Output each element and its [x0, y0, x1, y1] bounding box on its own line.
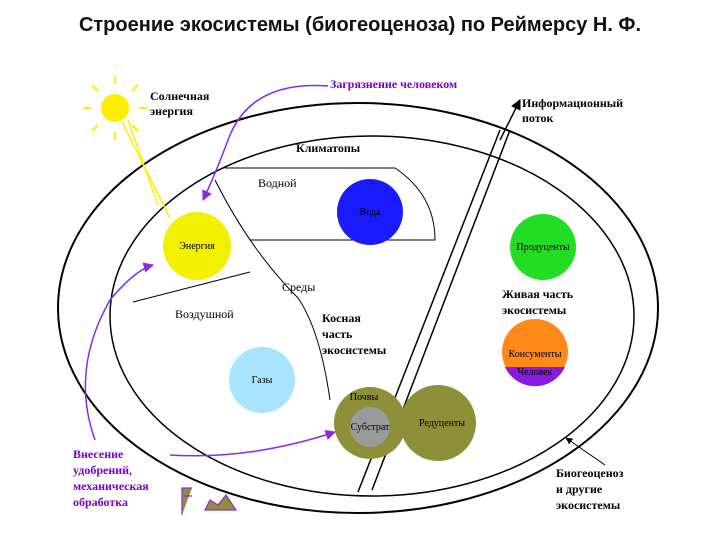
pollution-arrow	[202, 84, 329, 201]
page-title: Строение экосистемы (биогеоценоза) по Ре…	[78, 14, 642, 36]
sun-ray-line	[127, 119, 159, 206]
soils-label: Почвы	[350, 392, 379, 403]
outer-ellipse	[57, 102, 659, 514]
water-label: Вода	[360, 207, 381, 218]
producers-circle	[510, 214, 576, 280]
inner-ellipse	[109, 135, 635, 497]
biogeocenosis-label: экосистемы	[556, 498, 621, 512]
gases-label: Газы	[252, 375, 273, 386]
gases-circle	[229, 347, 295, 413]
substrate-label: Субстрат	[351, 422, 390, 433]
water-environment-region	[225, 167, 436, 241]
fertilizer-label: механическая	[73, 479, 149, 493]
fertilizer-label: удобрений,	[73, 463, 132, 477]
reducers-label: Редуценты	[419, 418, 465, 429]
fertilizer-arrow-energy	[84, 262, 155, 441]
air-boundary-line	[132, 271, 251, 303]
fertilizer-arrow-soil	[169, 429, 336, 457]
fertilizer-label: обработка	[73, 495, 128, 509]
reducers-circle	[400, 385, 476, 461]
human-segment	[505, 367, 565, 387]
water-environment-label: Водной	[258, 176, 297, 190]
info-flow-arrow	[499, 99, 521, 141]
consumers-label: Консументы	[509, 349, 562, 360]
biogeocenosis-label: Биогеоценоз	[556, 466, 624, 480]
pollution-label: Загрязнение человеком	[330, 77, 457, 91]
producers-label: Продуценты	[516, 242, 570, 253]
water-circle	[337, 179, 403, 245]
inert-part-label: часть	[322, 327, 353, 341]
solar-energy-label: Солнечная	[150, 89, 210, 103]
environments-label: Среды	[282, 280, 315, 294]
tractor-icon	[181, 487, 238, 515]
sun-icon	[83, 76, 147, 140]
air-environment-label: Воздушной	[175, 307, 234, 321]
info-flow-label: поток	[522, 111, 553, 125]
energy-label: Энергия	[179, 241, 215, 252]
info-flow-label: Информационный	[522, 96, 623, 110]
living-part-label: экосистемы	[502, 303, 567, 317]
fertilizer-label: Внесение	[73, 447, 124, 461]
biogeocenosis-arrow	[565, 437, 606, 466]
solar-energy-label: энергия	[150, 104, 193, 118]
substrate-circle	[350, 407, 390, 447]
inert-part-label: экосистемы	[322, 343, 387, 357]
energy-circle	[163, 212, 231, 280]
living-part-label: Живая часть	[502, 287, 574, 301]
human-label: Человек	[518, 367, 553, 378]
climatopes-label: Климатопы	[296, 141, 361, 155]
biogeocenosis-label: и другие	[556, 482, 603, 496]
environment-boundary	[214, 179, 331, 401]
inert-part-label: Косная	[322, 311, 361, 325]
